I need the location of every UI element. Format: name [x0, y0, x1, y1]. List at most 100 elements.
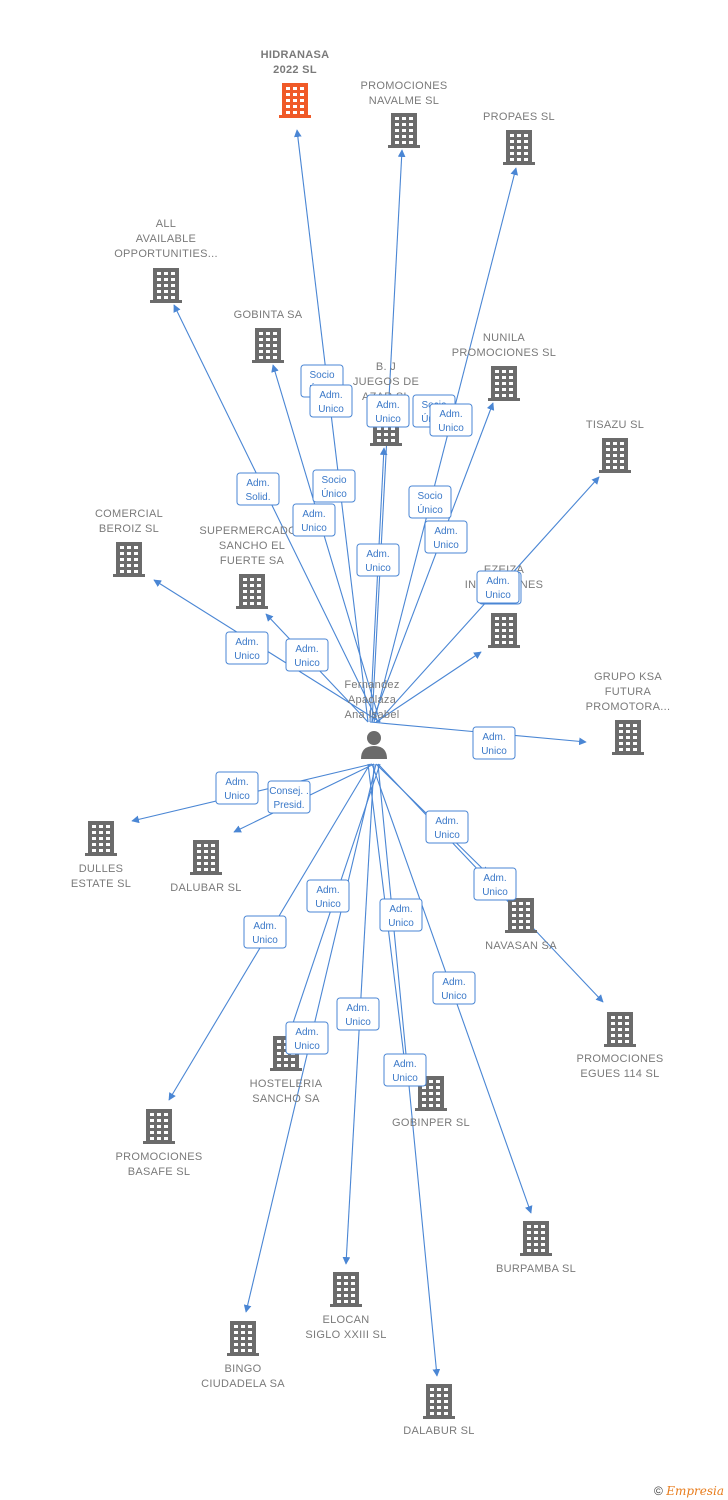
relation-text: Unico: [388, 918, 414, 929]
relation-label-burpamba[interactable]: Adm. Unico: [432, 971, 476, 1005]
relation-text: Adm.: [389, 904, 412, 915]
company-node-tisazu[interactable]: TISAZU SL: [586, 419, 644, 473]
relation-label-bingo[interactable]: Adm.Unico: [285, 1021, 329, 1055]
relation-text: Unico: [365, 563, 391, 574]
relation-text: Adm.: [482, 732, 505, 743]
person-icon: [361, 731, 387, 759]
copyright-symbol: ©: [654, 1484, 663, 1498]
company-label-propaes: PROPAES SL: [483, 111, 555, 123]
relation-text: Unico: [301, 523, 327, 534]
relation-label-bj[interactable]: Adm.Unico: [356, 543, 400, 577]
gobinper-building-icon: [415, 1076, 447, 1111]
company-label-egues: EGUES 114 SL: [580, 1068, 659, 1080]
company-node-ksa[interactable]: GRUPO KSAFUTURAPROMOTORA...: [586, 671, 671, 755]
relation-label-gobinta[interactable]: Adm.Unico: [292, 503, 336, 537]
footer-credit: © Empresia: [654, 1484, 724, 1498]
edge-gobinta: [271, 364, 381, 723]
relation-text: Unico: [434, 830, 460, 841]
relation-label-nunila[interactable]: Adm.Unico: [424, 520, 468, 554]
edge-bj: [369, 447, 388, 723]
company-label-hosteleria: HOSTELERIA: [250, 1078, 323, 1090]
company-node-navalme[interactable]: PROMOCIONES NAVALME SL: [360, 80, 447, 148]
bingo-building-icon: [227, 1321, 259, 1356]
relation-label-hosteleria[interactable]: Adm.Unico: [306, 879, 350, 913]
relation-label-navasan[interactable]: Adm.Unico: [425, 810, 469, 844]
relation-label-dulles[interactable]: Adm.Unico: [215, 771, 259, 805]
company-label-hosteleria: SANCHO SA: [252, 1093, 320, 1105]
relation-label-elocan[interactable]: Adm. Unico: [336, 997, 380, 1031]
company-node-burpamba[interactable]: BURPAMBA SL: [496, 1221, 576, 1275]
company-node-propaes[interactable]: PROPAES SL: [483, 111, 555, 165]
relation-text: Adm.: [439, 409, 462, 420]
company-label-ksa: PROMOTORA...: [586, 701, 671, 713]
relation-text: Adm.: [235, 637, 258, 648]
dalabur-building-icon: [423, 1384, 455, 1419]
relation-label-basafe[interactable]: Adm.Unico: [243, 915, 287, 949]
company-label-navalme: PROMOCIONES: [360, 80, 447, 92]
company-node-navasan[interactable]: NAVASAN SA: [485, 898, 557, 952]
company-label-tisazu: TISAZU SL: [586, 419, 644, 431]
relation-label-gobinper[interactable]: Adm. Unico: [379, 898, 423, 932]
relation-text: Socio: [417, 491, 442, 502]
relation-text: Adm.: [376, 400, 399, 411]
company-node-all[interactable]: ALLAVAILABLEOPPORTUNITIES...: [114, 218, 218, 303]
relation-label-egues[interactable]: Adm.Unico: [473, 867, 517, 901]
company-node-dalabur[interactable]: DALABUR SL: [403, 1384, 474, 1437]
company-label-basafe: PROMOCIONES: [115, 1151, 202, 1163]
company-label-all: ALL: [156, 218, 176, 230]
company-label-basafe: BASAFE SL: [128, 1166, 191, 1178]
relation-label-propaes[interactable]: Adm.Unico: [429, 403, 473, 437]
person-name-label: Apaolaza: [348, 694, 397, 706]
hidranasa-building-icon: [279, 83, 311, 118]
edge-all: [173, 304, 379, 723]
relation-text: Adm.: [246, 478, 269, 489]
relation-label-sancho[interactable]: Adm.Unico: [285, 638, 329, 672]
relation-text: Adm.: [442, 977, 465, 988]
company-label-bingo: BINGO: [225, 1363, 262, 1375]
relation-label-dalabur[interactable]: Adm.Unico: [383, 1053, 427, 1087]
company-node-dalubar[interactable]: DALUBAR SL: [170, 840, 241, 894]
relation-text: Unico: [441, 991, 467, 1002]
person-name-label: Fernandez: [344, 679, 399, 691]
relation-text: Adm.: [393, 1059, 416, 1070]
ezeiza-building-icon: [488, 613, 520, 648]
relation-label-ksa[interactable]: Adm.Unico: [472, 726, 516, 760]
company-label-bj: JUEGOS DE: [353, 376, 419, 388]
relation-text: Adm.: [346, 1003, 369, 1014]
relation-text: Unico: [485, 590, 511, 601]
company-label-navalme: NAVALME SL: [369, 95, 439, 107]
relation-label-hidranasa[interactable]: Adm.Unico: [309, 384, 353, 418]
company-label-sancho: FUERTE SA: [220, 555, 285, 567]
relation-text: Unico: [345, 1017, 371, 1028]
relation-label-all[interactable]: Adm.Solid.: [236, 472, 280, 506]
all-building-icon: [150, 268, 182, 303]
company-node-gobinta[interactable]: GOBINTA SA: [234, 309, 303, 363]
company-label-dalubar: DALUBAR SL: [170, 882, 241, 894]
brand-logo[interactable]: Empresia: [666, 1484, 724, 1498]
relation-text: Unico: [234, 651, 260, 662]
relation-label-dalubar[interactable]: Consej. .Presid.: [267, 780, 311, 814]
company-label-beroiz: BEROIZ SL: [99, 523, 159, 535]
relation-label-beroiz[interactable]: Adm. Unico: [225, 631, 269, 665]
relation-label-navalme[interactable]: Adm.Unico: [366, 394, 410, 428]
relation-text: Único: [321, 487, 347, 500]
propaes-building-icon: [503, 130, 535, 165]
relation-text: Unico: [294, 658, 320, 669]
company-node-gobinper[interactable]: GOBINPER SL: [392, 1076, 470, 1129]
sancho-building-icon: [236, 574, 268, 609]
company-node-basafe[interactable]: PROMOCIONES BASAFE SL: [115, 1109, 202, 1178]
company-label-dalabur: DALABUR SL: [403, 1425, 474, 1437]
company-label-ksa: FUTURA: [605, 686, 652, 698]
relation-label-tisazu[interactable]: Adm.Unico: [476, 570, 520, 604]
